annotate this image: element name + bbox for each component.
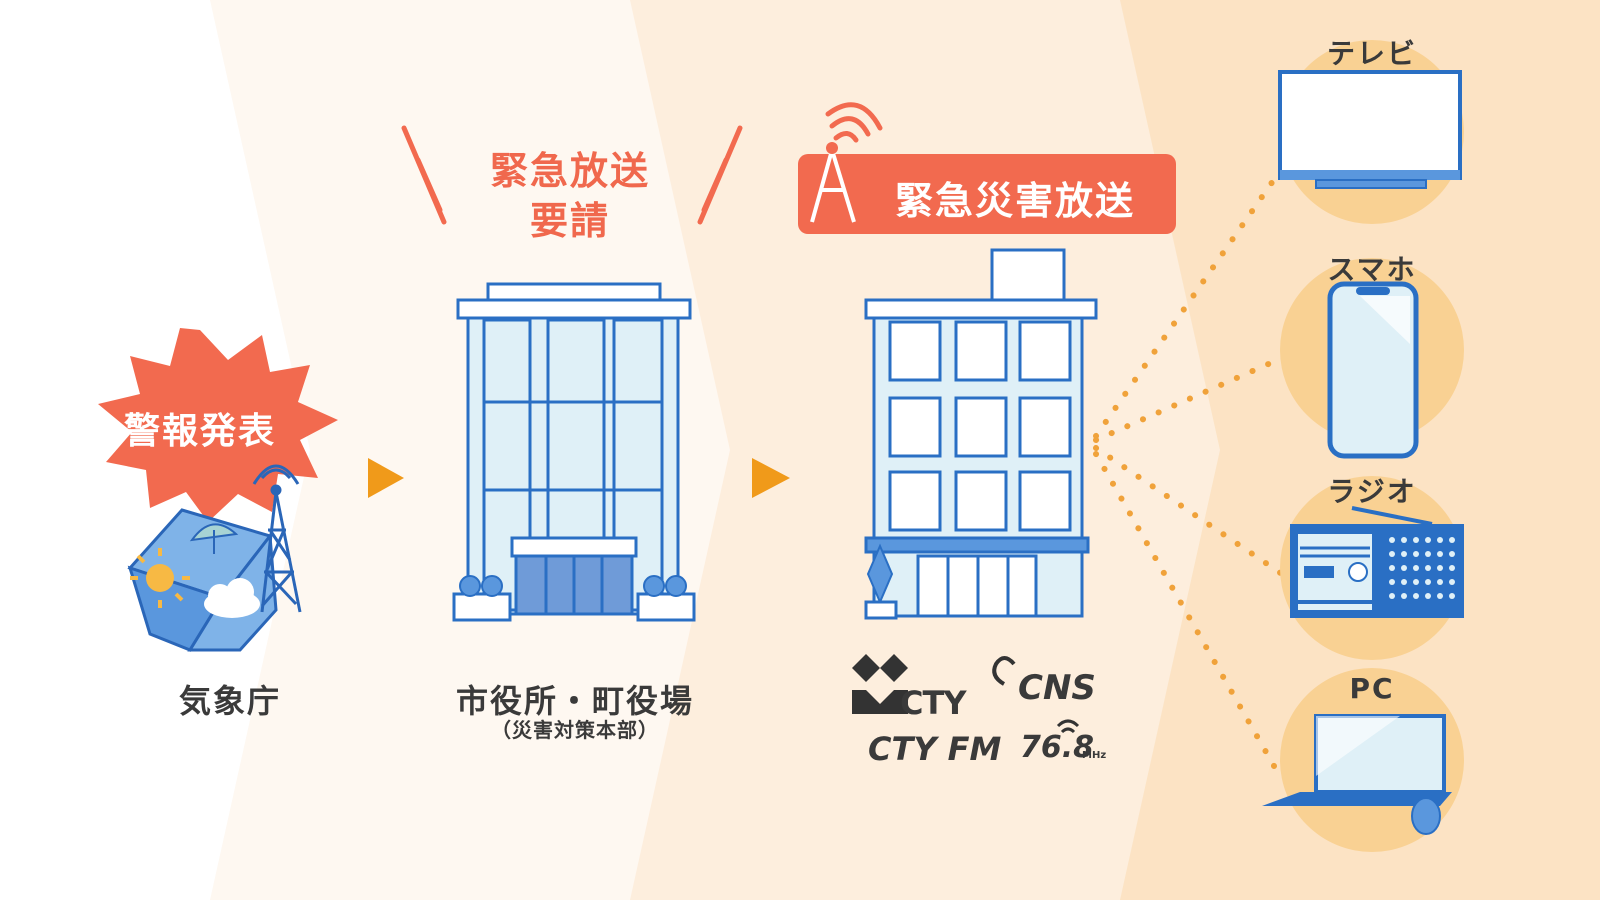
cns-logo-text: CNS xyxy=(1018,668,1096,708)
fm-frequency-unit: MHz xyxy=(1082,750,1107,761)
request-headline-line1: 緊急放送 xyxy=(489,149,650,193)
smartphone-icon xyxy=(1327,281,1419,459)
fm-signal-icon xyxy=(1056,719,1080,734)
connector-lines xyxy=(1093,165,1285,783)
cty-logo-mark xyxy=(852,654,908,714)
request-headline-line2: 要請 xyxy=(529,199,610,243)
flow-arrow-1 xyxy=(368,458,404,498)
cty-logo-text: CTY xyxy=(900,684,966,722)
alert-burst-label: 警報発表 xyxy=(123,411,276,452)
cty-fm-logo-text: CTY FM xyxy=(868,730,1002,768)
broadcast-banner-label: 緊急災害放送 xyxy=(894,179,1135,223)
broadcaster-building-icon xyxy=(864,248,1098,620)
antenna-icon xyxy=(810,149,856,223)
city-hall-subcaption: （災害対策本部） xyxy=(491,718,659,742)
emphasis-lines xyxy=(401,125,743,225)
cns-logo-mark xyxy=(992,656,1016,686)
jma-caption: 気象庁 xyxy=(178,682,281,720)
radio-tower-icon xyxy=(252,464,302,613)
flow-arrow-2 xyxy=(752,458,790,498)
broadcast-banner xyxy=(798,154,1176,234)
city-hall-caption: 市役所・町役場 xyxy=(455,682,694,720)
device-label-tv: テレビ xyxy=(1326,37,1417,70)
city-hall-building-icon xyxy=(452,282,696,622)
laptop-icon xyxy=(1262,714,1452,835)
signal-waves-icon xyxy=(825,102,883,143)
tv-icon xyxy=(1278,70,1462,189)
warning-burst xyxy=(98,328,338,522)
radio-icon xyxy=(1290,506,1464,618)
device-label-radio: ラジオ xyxy=(1327,475,1417,508)
fm-frequency: 76.8 xyxy=(1020,730,1095,765)
device-label-pc: PC xyxy=(1349,672,1395,705)
device-label-smartphone: スマホ xyxy=(1327,253,1417,286)
weather-cube-icon xyxy=(127,508,278,652)
